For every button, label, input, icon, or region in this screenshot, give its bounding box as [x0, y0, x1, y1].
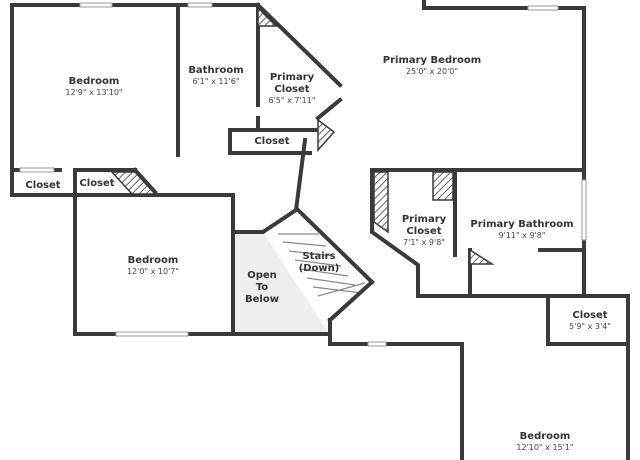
room-dims-primary-closet-2: 7'1" x 9'8" [403, 238, 445, 247]
room-dims-bathroom: 6'1" x 11'6" [192, 77, 239, 86]
hatched-column [432, 171, 454, 201]
room-label-closet-2: Closet [79, 178, 114, 189]
room-label-bathroom: Bathroom [188, 65, 243, 76]
stairs-steps [278, 233, 366, 297]
room-label-closet-3: Closet [254, 136, 289, 147]
windows [19, 2, 587, 347]
room-dims-bedroom-2: 12'0" x 10'7" [127, 267, 179, 276]
room-labels: Bedroom 12'9" x 13'10" Bathroom 6'1" x 1… [25, 55, 611, 452]
room-dims-primary-bathroom: 9'11" x 9'8" [498, 231, 545, 240]
room-dims-bedroom-3: 12'10" x 15'1" [516, 443, 573, 452]
hatched-column [469, 248, 495, 265]
hatched-column [257, 6, 278, 27]
room-dims-closet-4: 5'9" x 3'4" [569, 322, 611, 331]
room-label-stairs: Stairs(Down) [299, 251, 340, 274]
room-label-closet-1: Closet [25, 180, 60, 191]
open-to-below-area [233, 232, 328, 332]
room-label-bedroom-1: Bedroom [69, 76, 120, 87]
room-label-primary-bathroom: Primary Bathroom [470, 219, 573, 230]
hatched-column [317, 118, 336, 152]
room-label-bedroom-3: Bedroom [520, 431, 571, 442]
room-dims-primary-closet-1: 6'5" x 7'11" [268, 96, 315, 105]
hatched-column [110, 171, 157, 195]
room-label-primary-bedroom: Primary Bedroom [383, 55, 481, 66]
room-label-closet-4: Closet [572, 310, 607, 321]
walls [10, 0, 630, 460]
hatched-column [373, 171, 389, 234]
room-dims-bedroom-1: 12'9" x 13'10" [65, 88, 122, 97]
room-dims-primary-bedroom: 25'0" x 20'0" [406, 67, 458, 76]
room-label-bedroom-2: Bedroom [128, 255, 179, 266]
